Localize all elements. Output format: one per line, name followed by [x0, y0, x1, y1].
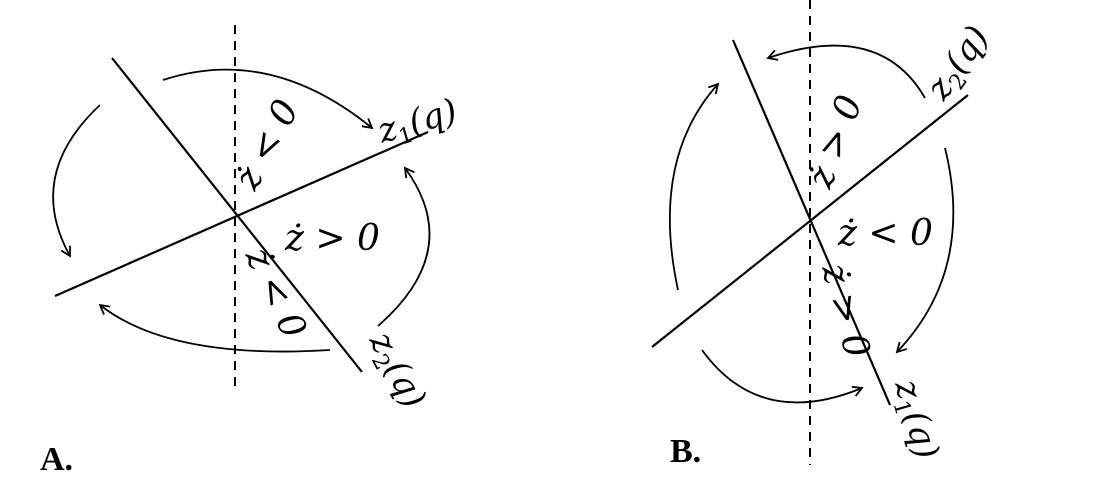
panel-a-arrow-top [162, 68, 374, 130]
panel-b-region-right: ż < 0 [837, 213, 933, 254]
panel-a-region-right: ż > 0 [284, 218, 380, 259]
panel-a-line-z1 [54, 130, 429, 298]
panel-a-title: A. [40, 441, 73, 478]
panel-a-arrow-right [377, 166, 431, 327]
panel-a-label-z1: z1(q) [372, 91, 462, 156]
panel-b-label-z1: z1(q) [882, 374, 947, 464]
panel-a-region-top: ż < 0 [226, 93, 307, 197]
panel-a-arrow-bottom [98, 303, 331, 353]
panel-b-arrow-bottom [701, 349, 864, 404]
panel-b-arrow-right [895, 147, 955, 354]
panel-a-label-z2: z2(q) [357, 325, 434, 417]
panel-b-label-z2: z2(q) [918, 19, 1001, 111]
panel-b-line-z1 [731, 39, 892, 406]
panel-b-region-top: ż > 0 [800, 90, 871, 194]
panel-b-region-bottom: ż > 0 [813, 259, 877, 362]
panel-a-arrow-left [52, 104, 101, 258]
panel-b: z2(q) z1(q) ż > 0 ż < 0 ż > 0 B. [651, 0, 1001, 470]
panel-b-arrow-left [668, 82, 720, 291]
panel-b-arrow-top [766, 44, 926, 99]
panel-a-line-z2 [111, 57, 363, 373]
panel-b-title: B. [670, 433, 701, 470]
panel-a: z1(q) z2(q) ż < 0 ż > 0 ż < 0 A. [40, 25, 462, 478]
